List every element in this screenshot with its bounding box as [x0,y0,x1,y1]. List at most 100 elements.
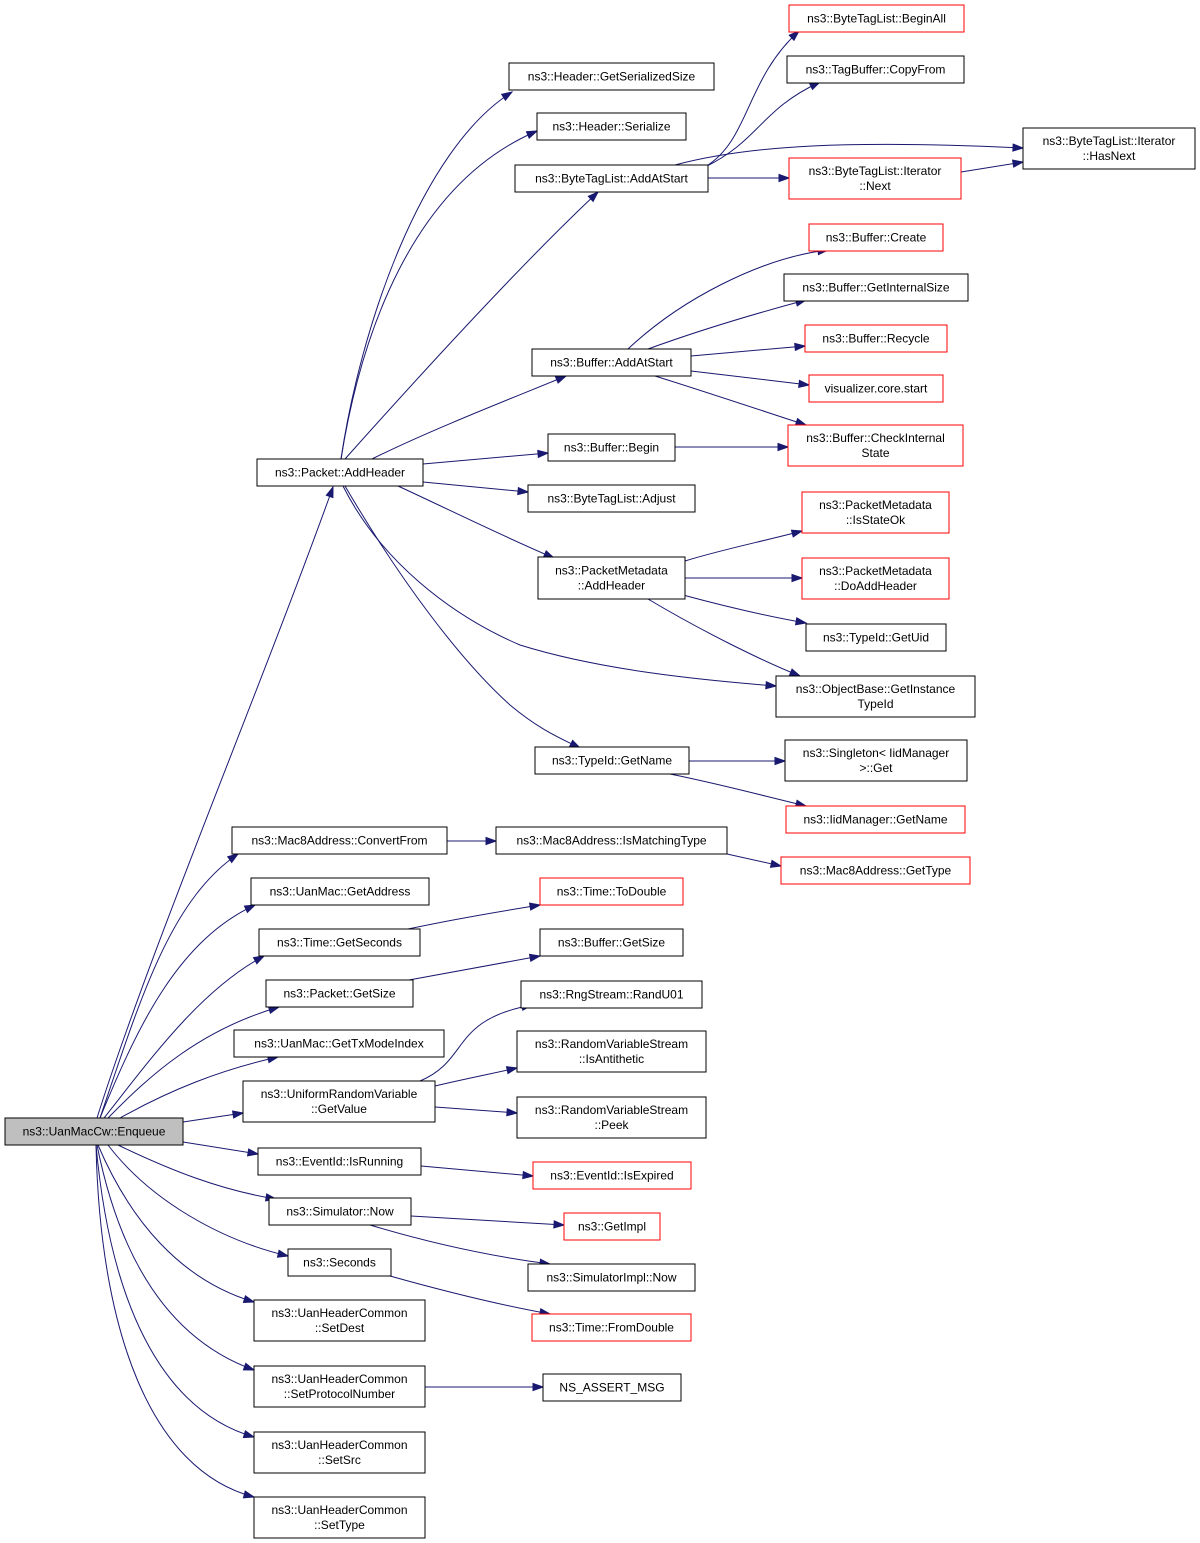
node-bufBegin[interactable]: ns3::Buffer::Begin [547,433,676,462]
node-uhcSetProto[interactable]: ns3::UanHeaderCommon::SetProtocolNumber [253,1365,426,1408]
node-layer: ns3::UanMacCw::Enqueue ns3::Packet::AddHe… [4,4,1196,1539]
edge-addHeader-to-serialize [340,130,539,460]
node-label: ::IsStateOk [846,513,906,527]
node-bufGetIntSize[interactable]: ns3::Buffer::GetInternalSize [783,273,969,302]
node-bufGetSize[interactable]: ns3::Buffer::GetSize [539,928,684,957]
edge-line [684,530,803,562]
node-pmDoAddHeader[interactable]: ns3::PacketMetadata::DoAddHeader [801,557,950,600]
node-evIsExpired[interactable]: ns3::EventId::IsExpired [532,1161,692,1190]
node-getSerSize[interactable]: ns3::Header::GetSerializedSize [508,62,715,91]
node-bufRecycle[interactable]: ns3::Buffer::Recycle [804,324,948,353]
arrowhead [246,1148,260,1157]
node-rvsPeek[interactable]: ns3::RandomVariableStream::Peek [516,1096,707,1139]
node-label: ns3::ObjectBase::GetInstance [796,682,956,696]
node-box [514,164,709,193]
node-uanGetTxMode[interactable]: ns3::UanMac::GetTxModeIndex [233,1029,445,1058]
edge-simNow-to-simImplNow [369,1224,552,1267]
arrowhead [243,904,257,914]
edge-addHeader-to-obGetInst [342,485,778,690]
edge-line [408,955,541,981]
node-tagCopyFrom[interactable]: ns3::TagBuffer::CopyFrom [786,55,965,84]
node-seconds[interactable]: ns3::Seconds [287,1248,392,1277]
node-tidGetUid[interactable]: ns3::TypeId::GetUid [805,623,947,652]
node-btlItNext[interactable]: ns3::ByteTagList::Iterator::Next [788,157,962,200]
edge-enqueue-to-timeGetSec [103,955,266,1119]
node-mac8Convert[interactable]: ns3::Mac8Address::ConvertFrom [231,826,448,855]
node-getImpl[interactable]: ns3::GetImpl [563,1212,661,1241]
arrowhead [788,668,802,677]
arrowhead [522,1170,535,1180]
node-mac8IsMatch[interactable]: ns3::Mac8Address::IsMatchingType [495,826,728,855]
edge-line [96,486,334,1119]
node-btlItHasNext[interactable]: ns3::ByteTagList::Iterator::HasNext [1022,127,1196,170]
node-urvGetValue[interactable]: ns3::UniformRandomVariable::GetValue [242,1080,436,1123]
node-label: ns3::SimulatorImpl::Now [546,1271,676,1285]
arrowhead [794,342,807,352]
node-label: ns3::PacketMetadata [555,564,668,578]
node-label: ns3::Buffer::GetSize [558,936,665,950]
node-bufCreate[interactable]: ns3::Buffer::Create [808,223,944,252]
edge-line [99,904,256,1119]
node-serialize[interactable]: ns3::Header::Serialize [536,112,687,141]
edge-tidGetName-to-singletonGet [689,756,787,766]
node-label: ns3::Buffer::Recycle [822,332,929,346]
node-label: ns3::Packet::AddHeader [275,466,405,480]
edge-line [99,853,239,1119]
node-box [253,1365,426,1408]
arrowhead [777,442,790,452]
edge-line [410,1215,565,1226]
node-box [801,491,950,534]
edge-addHeader-to-getSerSize [340,91,514,460]
node-rvsIsAnti[interactable]: ns3::RandomVariableStream::IsAntithetic [516,1030,707,1073]
edge-mac8Convert-to-mac8IsMatch [447,836,498,846]
node-nsAssert[interactable]: NS_ASSERT_MSG [542,1373,682,1402]
node-timeFromDouble[interactable]: ns3::Time::FromDouble [531,1313,692,1342]
node-singletonGet[interactable]: ns3::Singleton< IidManager>::Get [784,739,968,782]
node-box [508,62,715,91]
node-label: ns3::UanHeaderCommon [271,1306,407,1320]
edge-simNow-to-getImpl [410,1215,566,1229]
node-box [805,623,947,652]
node-box [527,484,696,513]
node-pktGetSize[interactable]: ns3::Packet::GetSize [265,979,414,1008]
node-pmIsStateOk[interactable]: ns3::PacketMetadata::IsStateOk [801,491,950,534]
node-iidGetName[interactable]: ns3::IidManager::GetName [785,805,966,834]
node-pmAddHeader[interactable]: ns3::PacketMetadata::AddHeader [537,556,686,600]
edge-line [627,249,829,350]
node-vizStart[interactable]: visualizer.core.start [808,374,944,403]
edge-evIsRunning-to-evIsExpired [420,1165,535,1180]
node-evIsRunning[interactable]: ns3::EventId::IsRunning [257,1147,422,1176]
edge-line [369,1224,551,1265]
node-btlAdjust[interactable]: ns3::ByteTagList::Adjust [527,484,696,513]
edge-line [340,91,513,460]
edge-line [419,1004,533,1082]
node-label: ns3::UanMac::GetAddress [270,885,411,899]
node-btlBeginAll[interactable]: ns3::ByteTagList::BeginAll [788,4,965,33]
node-label: ns3::EventId::IsExpired [550,1169,673,1183]
node-uhcSetType[interactable]: ns3::UanHeaderCommon::SetType [253,1496,426,1539]
edge-enqueue-to-uhcSetSrc [95,1144,256,1439]
node-label: TypeId [857,697,893,711]
edge-line [422,481,529,493]
node-timeToDouble[interactable]: ns3::Time::ToDouble [539,877,684,906]
node-box [258,928,421,957]
node-enqueue: ns3::UanMacCw::Enqueue [4,1117,184,1146]
node-mac8GetType[interactable]: ns3::Mac8Address::GetType [780,856,971,885]
node-timeGetSec[interactable]: ns3::Time::GetSeconds [258,928,421,957]
arrowhead [532,1382,545,1392]
edge-line [117,1144,277,1200]
edge-mac8IsMatch-to-mac8GetType [726,853,783,868]
node-simNow[interactable]: ns3::Simulator::Now [268,1197,412,1226]
node-simImplNow[interactable]: ns3::SimulatorImpl::Now [527,1263,696,1292]
node-box [4,1117,184,1146]
node-uanGetAddr[interactable]: ns3::UanMac::GetAddress [250,877,430,906]
node-btlAddAtStart[interactable]: ns3::ByteTagList::AddAtStart [514,164,709,193]
node-bufAddAtStart[interactable]: ns3::Buffer::AddAtStart [531,348,692,377]
node-tidGetName[interactable]: ns3::TypeId::GetName [534,746,690,775]
node-addHeader[interactable]: ns3::Packet::AddHeader [256,458,424,487]
node-rngRand[interactable]: ns3::RngStream::RandU01 [520,980,703,1009]
node-uhcSetDest[interactable]: ns3::UanHeaderCommon::SetDest [253,1299,426,1342]
node-uhcSetSrc[interactable]: ns3::UanHeaderCommon::SetSrc [253,1431,426,1474]
